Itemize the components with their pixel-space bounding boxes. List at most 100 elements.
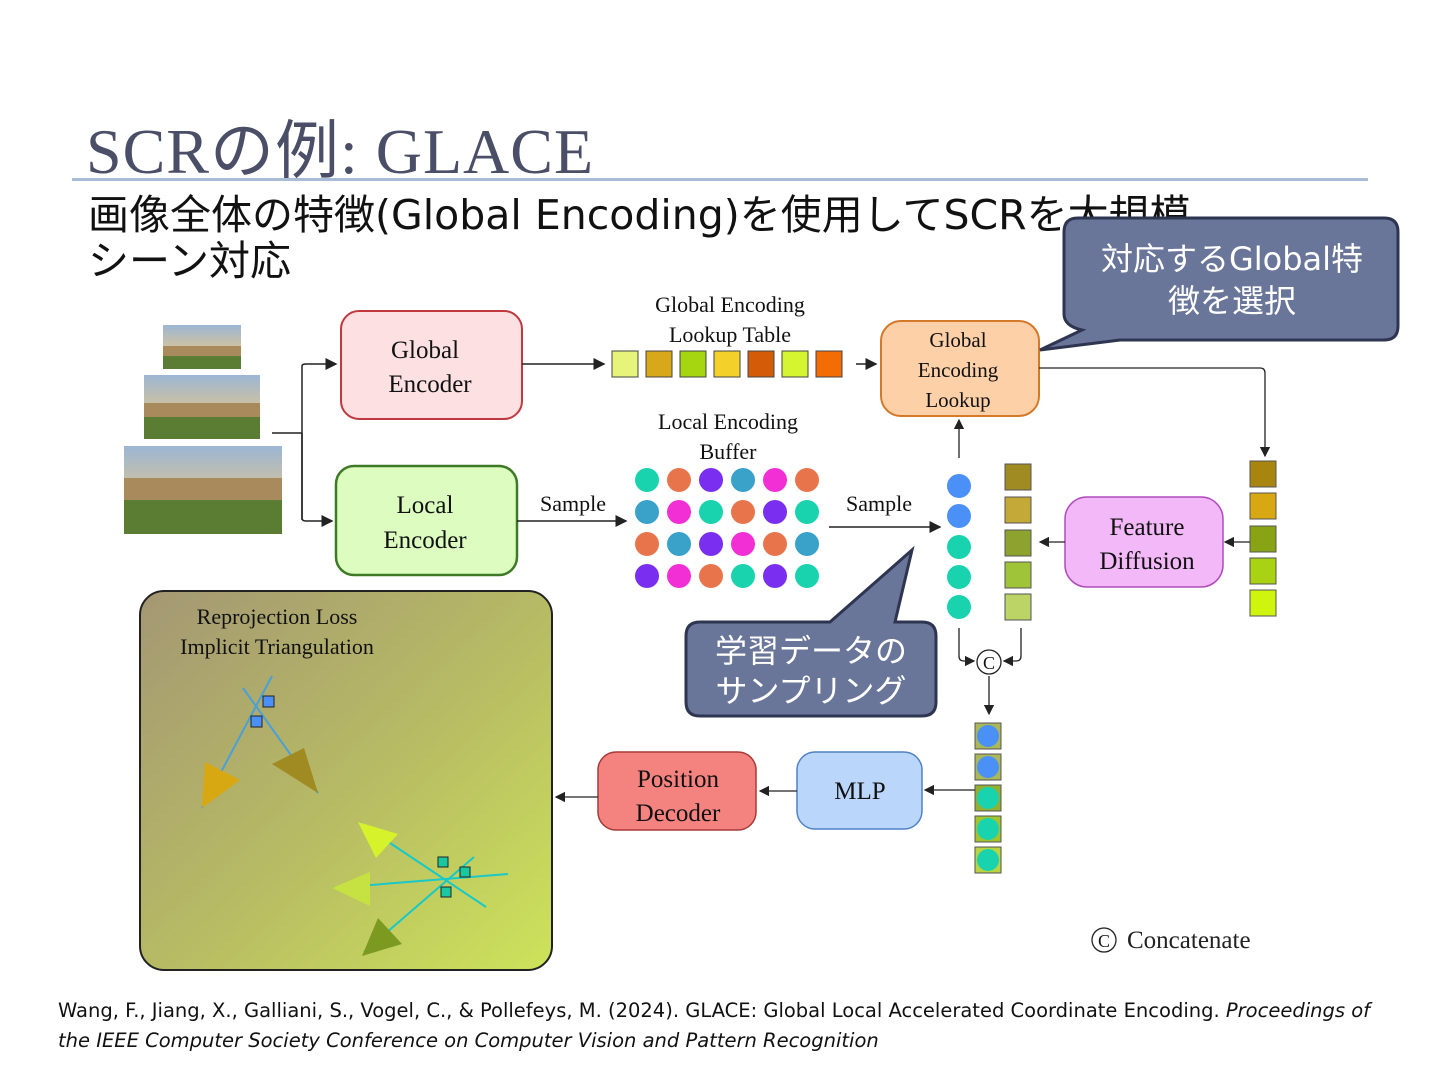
buffer-dot [731, 468, 755, 492]
concat-feature-dot [977, 725, 999, 747]
concat-symbol: C [976, 649, 1002, 675]
svg-text:C: C [983, 653, 995, 673]
buffer-dot [699, 468, 723, 492]
diffused-feature-cell [1004, 593, 1032, 621]
local-feature-dot [947, 595, 971, 619]
diffused-global-features [1004, 463, 1032, 621]
lookup-label-1: Global [929, 328, 986, 352]
local-buffer-label-2: Buffer [699, 439, 757, 464]
buffer-dot [763, 564, 787, 588]
buffer-dot [699, 564, 723, 588]
input-image-large [124, 446, 282, 534]
table-cell [815, 350, 843, 378]
global-feature-cell [1249, 492, 1277, 520]
global-encoding-lookup-table [611, 350, 843, 378]
buffer-dot [667, 468, 691, 492]
buffer-dot [667, 532, 691, 556]
concat-connectors [958, 628, 1022, 716]
local-encoder-label-2: Encoder [383, 527, 467, 554]
global-encoder-box: Global Encoder [340, 310, 523, 420]
buffer-dot [795, 500, 819, 524]
callout-global-select: 対応するGlobal特 徴を選択 [1039, 216, 1400, 352]
local-feature-dot [947, 565, 971, 589]
diffused-feature-cell [1004, 463, 1032, 491]
sample-label-2: Sample [846, 491, 912, 516]
table-cell [645, 350, 673, 378]
concat-feature-dot [977, 787, 999, 809]
global-encoding-lookup-box: Global Encoding Lookup [880, 320, 1040, 417]
subtitle-line-1: 画像全体の特徴(Global Encoding)を使用してSCRを大規模 [88, 191, 1191, 239]
buffer-dot [795, 468, 819, 492]
reference-italic: Proceedings of the IEEE Computer Society… [58, 999, 1370, 1052]
buffer-dot [635, 468, 659, 492]
diffused-feature-cell [1004, 496, 1032, 524]
buffer-dot [667, 564, 691, 588]
callout-sampling: 学習データの サンプリング [684, 545, 938, 718]
slide-title: SCRの例: GLACE [86, 116, 595, 187]
buffer-dot [795, 532, 819, 556]
table-cell [679, 350, 707, 378]
input-image-small [163, 325, 241, 369]
legend-symbol: C [1098, 931, 1110, 951]
buffer-dot [699, 532, 723, 556]
concat-feature-dot [977, 849, 999, 871]
feature-diffusion-label-2: Diffusion [1099, 548, 1195, 575]
diffused-feature-cell [1004, 561, 1032, 589]
decoder-label-2: Decoder [636, 800, 721, 827]
slide-subtitle: 画像全体の特徴(Global Encoding)を使用してSCRを大規模 シーン… [88, 192, 1288, 284]
global-feature-cell [1249, 525, 1277, 553]
global-feature-cell [1249, 589, 1277, 617]
buffer-dot [763, 532, 787, 556]
camera-rays-lower [332, 822, 509, 956]
concat-feature-dot [977, 818, 999, 840]
local-encoding-buffer [635, 468, 819, 588]
buffer-dot [635, 564, 659, 588]
callout-global-line-2: 徴を選択 [1168, 282, 1296, 320]
local-encoder-label-1: Local [397, 492, 454, 519]
title-divider [72, 178, 1368, 181]
buffer-dot [699, 500, 723, 524]
buffer-dot [795, 564, 819, 588]
table-cell [713, 350, 741, 378]
local-feature-dot [947, 504, 971, 528]
callout-global-line-1: 対応するGlobal特 [1101, 240, 1363, 278]
input-branch-connectors [272, 358, 338, 527]
buffer-dot [731, 500, 755, 524]
feature-diffusion-label-1: Feature [1110, 514, 1185, 541]
looked-up-global-features [1249, 460, 1277, 617]
table-cell [781, 350, 809, 378]
callout-sampling-line-1: 学習データの [715, 632, 907, 670]
sampled-local-features [947, 474, 971, 619]
position-decoder-box: Position Decoder [597, 751, 757, 831]
subtitle-line-2: シーン対応 [88, 237, 291, 285]
loss-label-2: Implicit Triangulation [180, 634, 374, 659]
local-encoder-box: Local Encoder [334, 464, 519, 577]
table-cell [747, 350, 775, 378]
global-table-label-1: Global Encoding [655, 292, 805, 317]
lookup-label-3: Lookup [925, 388, 990, 412]
global-feature-cell [1249, 557, 1277, 585]
callout-sampling-line-2: サンプリング [715, 672, 906, 710]
mlp-label: MLP [834, 778, 885, 805]
global-encoder-label-1: Global [391, 337, 459, 364]
local-feature-dot [947, 535, 971, 559]
lookup-to-global-features-arrow [1039, 367, 1271, 458]
table-cell [611, 350, 639, 378]
local-feature-dot [947, 474, 971, 498]
global-feature-cell [1249, 460, 1277, 488]
legend-label: Concatenate [1127, 927, 1251, 954]
buffer-dot [635, 500, 659, 524]
feature-diffusion-box: Feature Diffusion [1064, 496, 1224, 588]
lookup-label-2: Encoding [918, 358, 999, 382]
concatenated-features [974, 722, 1002, 874]
sample-label-1: Sample [540, 491, 606, 516]
global-encoder-label-2: Encoder [388, 371, 472, 398]
decoder-label-1: Position [637, 766, 719, 793]
buffer-dot [763, 468, 787, 492]
loss-label-1: Reprojection Loss [197, 604, 358, 629]
reprojection-loss-panel: Reprojection Loss Implicit Triangulation [139, 590, 553, 971]
buffer-dot [731, 564, 755, 588]
reference-plain: Wang, F., Jiang, X., Galliani, S., Vogel… [58, 999, 1226, 1022]
camera-rays-upper [201, 675, 319, 809]
